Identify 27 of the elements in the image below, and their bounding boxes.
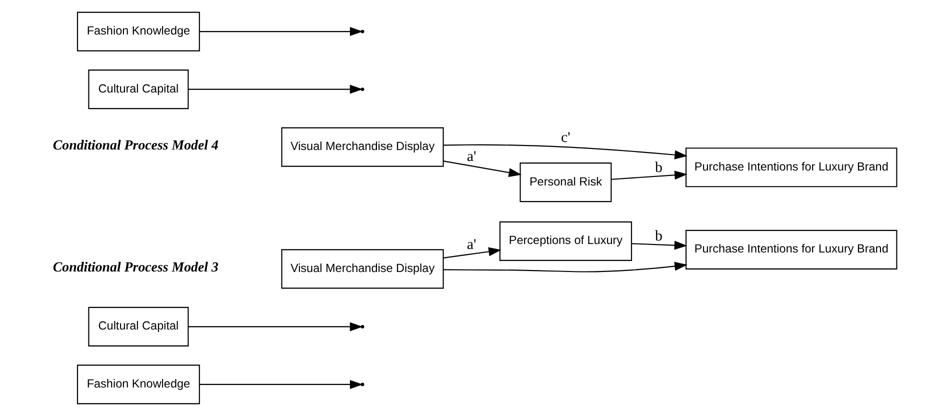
node-box: Visual Merchandise Display — [281, 127, 444, 167]
arrow — [443, 144, 688, 160]
arrow — [200, 380, 363, 389]
edge-label: a' — [466, 236, 476, 253]
node-box: Perceptions of Luxury — [499, 221, 632, 261]
node-box: Cultural Capital — [88, 306, 189, 346]
arrow — [632, 240, 688, 250]
arrow — [188, 84, 363, 94]
edge-label: b — [655, 228, 663, 244]
label: Conditional Process Model 4 — [52, 138, 218, 154]
arrow — [611, 170, 688, 180]
node-box: Purchase Intentions for Luxury Brand — [686, 148, 898, 188]
arrow — [200, 27, 363, 36]
node-box: Fashion Knowledge — [76, 364, 200, 404]
node-box: Cultural Capital — [88, 70, 189, 110]
node-box: Personal Risk — [520, 162, 612, 202]
node-box: Purchase Intentions for Luxury Brand — [686, 230, 898, 270]
node-box: Visual Merchandise Display — [281, 249, 444, 289]
label: Conditional Process Model 3 — [52, 260, 218, 276]
edge-label: c' — [561, 130, 570, 146]
arrow — [188, 322, 363, 332]
arrow — [443, 247, 502, 258]
arrow — [443, 160, 522, 177]
arrow — [444, 262, 688, 272]
node-box: Fashion Knowledge — [76, 12, 200, 52]
edge-label: a' — [466, 149, 476, 166]
edge-label: b — [655, 160, 663, 176]
